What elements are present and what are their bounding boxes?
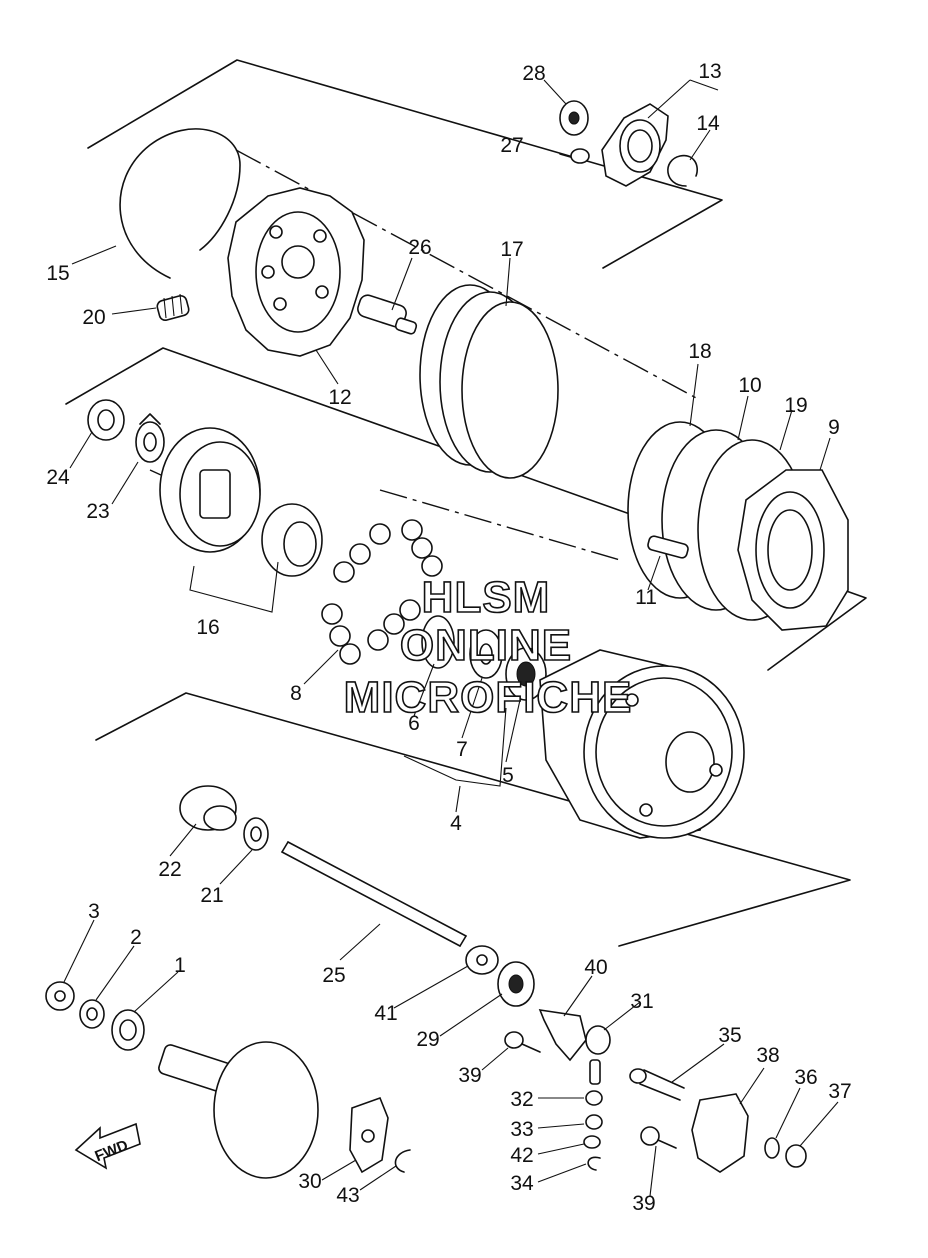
push-rod-25 [281, 841, 467, 947]
label-43: 43 [336, 1184, 359, 1207]
label-23: 23 [86, 500, 109, 523]
primary-driven-gear-4 [539, 649, 745, 839]
oil-seal-29 [497, 961, 535, 1007]
bushing-24 [87, 399, 125, 441]
label-14: 14 [696, 112, 720, 135]
label-5: 5 [502, 764, 514, 787]
part-labels: 28 13 14 27 15 20 26 17 12 18 10 19 9 24… [46, 60, 851, 1215]
pressure-plate-12 [227, 187, 365, 357]
label-26: 26 [408, 236, 431, 259]
screw-39-lower [640, 1126, 677, 1149]
middle-group [87, 399, 745, 839]
label-8: 8 [290, 682, 302, 705]
nut-3 [45, 981, 75, 1011]
label-6: 6 [408, 712, 420, 735]
shaft-group [179, 785, 535, 1007]
label-42: 42 [510, 1144, 533, 1167]
label-10: 10 [738, 374, 761, 397]
label-12: 12 [328, 386, 351, 409]
label-21: 21 [200, 884, 223, 907]
label-19: 19 [784, 394, 807, 417]
label-3: 3 [88, 900, 100, 923]
label-38: 38 [756, 1044, 779, 1067]
label-11: 11 [635, 586, 657, 609]
balls-8 [321, 519, 443, 665]
label-40: 40 [584, 956, 607, 979]
primary-drive-shaft [158, 1041, 319, 1179]
label-16: 16 [196, 616, 219, 639]
label-41: 41 [374, 1002, 397, 1025]
label-34: 34 [510, 1172, 534, 1195]
label-13: 13 [698, 60, 721, 83]
label-9: 9 [828, 416, 840, 439]
label-32: 32 [510, 1088, 533, 1111]
bracket-40 [538, 1009, 587, 1062]
lock-washer-23 [135, 413, 165, 463]
screw-27 [559, 148, 590, 164]
nut-33 [585, 1114, 603, 1130]
cable-holder-31 [585, 1025, 611, 1085]
label-30: 30 [298, 1170, 321, 1193]
label-7: 7 [456, 738, 468, 761]
label-37: 37 [828, 1080, 851, 1103]
label-17: 17 [500, 238, 523, 261]
bolt-35 [629, 1068, 685, 1101]
collar-32 [585, 1090, 603, 1106]
label-22: 22 [158, 858, 181, 881]
washer-2 [79, 999, 105, 1029]
label-1: 1 [174, 954, 186, 977]
clutch-pack-group [627, 421, 849, 631]
label-15: 15 [46, 262, 69, 285]
friction-plates-17 [419, 284, 559, 479]
cam-22 [179, 785, 237, 831]
label-24: 24 [46, 466, 70, 489]
label-28: 28 [522, 62, 545, 85]
label-31: 31 [630, 990, 653, 1013]
bearing-housing-13 [601, 103, 669, 187]
label-33: 33 [510, 1118, 533, 1141]
fwd-arrow-icon: FWD [74, 1122, 141, 1170]
washer-36 [764, 1137, 780, 1159]
label-39-lower: 39 [632, 1192, 655, 1215]
label-20: 20 [82, 306, 105, 329]
label-36: 36 [794, 1066, 817, 1089]
pressure-plate-group [119, 100, 698, 357]
screw-39 [504, 1031, 541, 1053]
label-18: 18 [688, 340, 711, 363]
label-27: 27 [500, 134, 523, 157]
label-25: 25 [322, 964, 345, 987]
leader-lines [63, 79, 839, 1197]
nut-37 [785, 1144, 807, 1168]
label-35: 35 [718, 1024, 741, 1047]
washer-21 [243, 817, 269, 851]
washer-28 [559, 100, 589, 136]
spring-20 [156, 293, 190, 321]
spring-11 [647, 535, 689, 559]
clip-43 [394, 1149, 411, 1173]
washer-41 [465, 945, 499, 975]
watermark-line2: ONLINE [400, 621, 572, 670]
ring-6 [421, 615, 455, 669]
label-4: 4 [450, 812, 462, 835]
watermark: HLSM ONLINE MICROFICHE [343, 572, 633, 723]
watermark-line1: HLSM [422, 573, 551, 622]
watermark-line3: MICROFICHE [344, 673, 633, 722]
label-29: 29 [416, 1028, 439, 1051]
wire-ring-15 [119, 128, 241, 279]
washer-42 [583, 1135, 601, 1149]
clip-34 [587, 1156, 601, 1171]
lever-30 [349, 1096, 389, 1174]
one-way-clutch-16 [159, 427, 323, 577]
circlip-14 [667, 154, 698, 187]
bearing-1 [111, 1009, 145, 1051]
push-rod-26 [357, 294, 418, 335]
washer-7 [469, 629, 503, 679]
lower-parts [45, 981, 807, 1179]
label-39: 39 [458, 1064, 481, 1087]
adjuster-38 [691, 1093, 749, 1173]
bearing-5 [505, 647, 547, 701]
label-2: 2 [130, 926, 142, 949]
